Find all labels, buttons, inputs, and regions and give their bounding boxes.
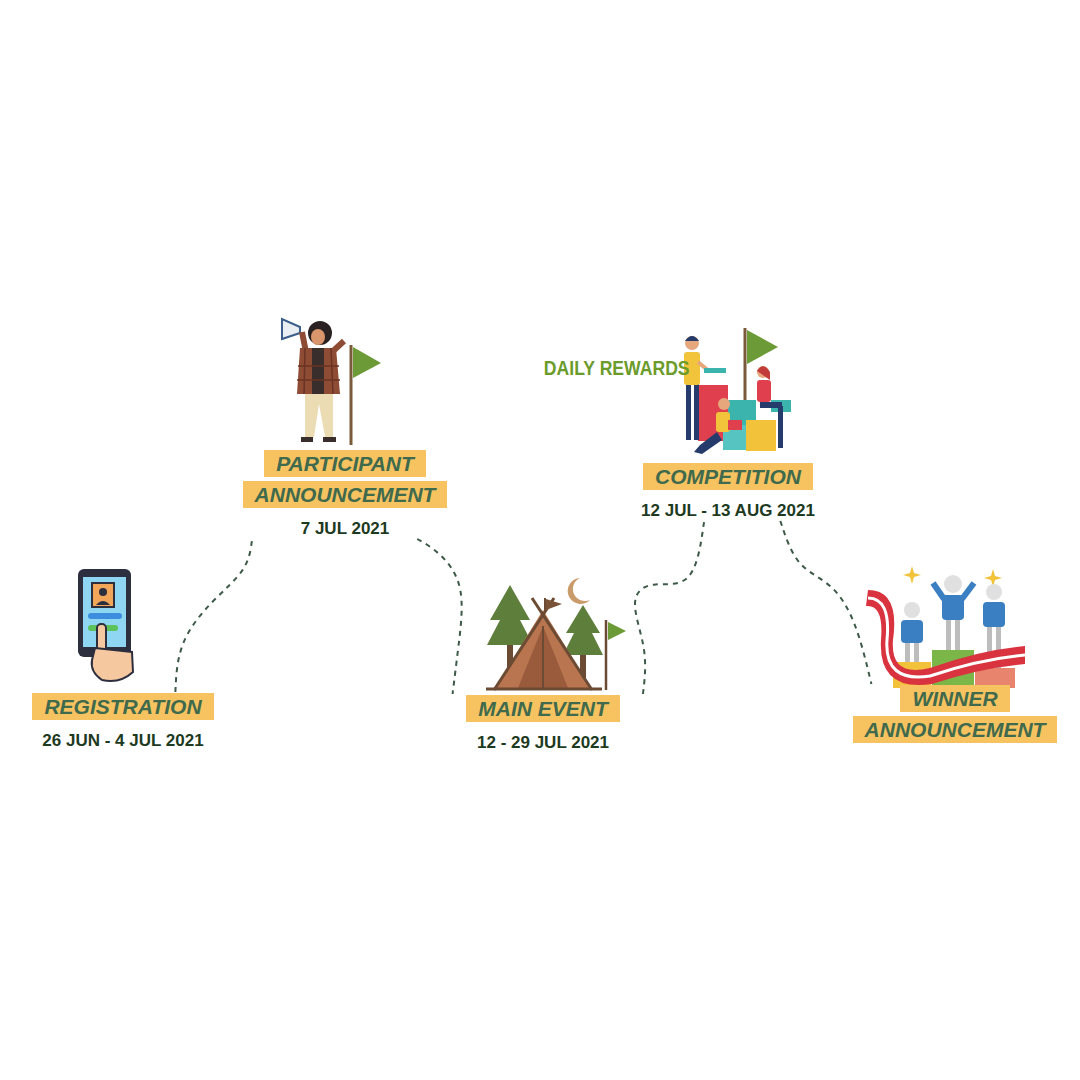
timeline-stage: COMPETITION 12 JUL - 13 AUG 2021 — [609, 462, 847, 521]
winners-podium-part — [933, 583, 944, 599]
winners-podium-part — [962, 583, 974, 599]
title-band: WINNER ANNOUNCEMENT — [845, 684, 1065, 746]
camp-tent-part — [495, 610, 591, 688]
winners-podium — [866, 566, 1025, 688]
stage-title: PARTICIPANT ANNOUNCEMENT — [243, 450, 448, 508]
competitors-figure-part — [757, 366, 770, 380]
phone-icon-part — [96, 601, 110, 605]
title-band: PARTICIPANT ANNOUNCEMENT — [216, 449, 474, 511]
camp-tent-part — [563, 605, 603, 655]
camp-tent-part — [518, 626, 568, 688]
stage-date: 7 JUL 2021 — [216, 519, 474, 539]
competitors-figure — [684, 328, 791, 454]
dashed-connector — [635, 521, 704, 694]
camp-tent — [486, 578, 626, 690]
winners-podium-part — [904, 602, 920, 618]
winners-podium-part — [914, 642, 919, 662]
phone-icon-part — [92, 583, 114, 607]
stage-title: MAIN EVENT — [466, 695, 620, 722]
announcer-figure-part — [311, 329, 325, 345]
competitors-figure-part — [728, 420, 742, 430]
competitors-figure-part — [747, 330, 778, 364]
announcer-figure-part — [323, 437, 336, 442]
announcer-figure-part — [297, 379, 340, 381]
dashed-connector — [175, 539, 252, 692]
winners-podium-part — [868, 598, 1025, 677]
announcer-figure-part — [282, 319, 300, 339]
title-band: MAIN EVENT — [424, 694, 662, 725]
competitors-figure-part — [746, 420, 776, 451]
camp-tent-part — [605, 620, 608, 690]
dashed-connector — [780, 521, 871, 684]
winners-podium-part — [986, 584, 1002, 600]
competitors-figure-part — [704, 368, 726, 373]
title-band: REGISTRATION — [4, 692, 242, 723]
camp-tent-part — [494, 598, 554, 690]
title-band: COMPETITION — [609, 462, 847, 493]
timeline-stage: WINNER ANNOUNCEMENT — [845, 684, 1065, 746]
competitors-figure-part — [757, 380, 771, 402]
stage-date: 12 JUL - 13 AUG 2021 — [609, 501, 847, 521]
camp-tent-part — [544, 598, 546, 612]
announcer-figure-part — [297, 348, 340, 394]
phone-icon-part — [78, 569, 131, 657]
competitors-figure-part — [716, 412, 730, 432]
announcer-figure-part — [353, 347, 381, 378]
announcer-figure-part — [331, 348, 333, 394]
winners-podium-part — [955, 619, 960, 650]
competitors-figure-part — [685, 336, 699, 341]
stage-date: 26 JUN - 4 JUL 2021 — [4, 731, 242, 751]
announcer-figure-part — [312, 348, 324, 394]
competitors-figure-part — [686, 384, 691, 440]
announcer-figure-part — [301, 437, 313, 442]
callout-label: DAILY REWARDS — [544, 357, 690, 380]
phone-icon-part — [88, 613, 122, 619]
announcer-figure-part — [308, 321, 332, 345]
camp-tent-part — [546, 599, 562, 610]
phone-icon-part — [92, 648, 133, 681]
phone-icon-part — [99, 588, 107, 596]
stage-date: 12 - 29 JUL 2021 — [424, 733, 662, 753]
camp-tent-part — [486, 688, 602, 691]
camp-tent-part — [568, 578, 590, 604]
announcer-figure-part — [350, 345, 353, 445]
camp-tent-part — [532, 598, 592, 690]
winners-podium-part — [903, 566, 921, 584]
winners-podium-part — [983, 602, 1005, 627]
competitors-figure-part — [685, 336, 699, 350]
winners-podium-part — [944, 575, 962, 593]
competitors-figure-part — [694, 432, 722, 454]
camp-tent-part — [542, 626, 544, 688]
announcer-figure — [282, 319, 381, 445]
winners-podium-part — [905, 642, 910, 662]
stage-title: REGISTRATION — [32, 693, 213, 720]
announcer-figure-part — [305, 394, 333, 437]
competitors-figure-part — [778, 406, 783, 448]
timeline-stage: REGISTRATION 26 JUN - 4 JUL 2021 — [4, 692, 242, 751]
stage-title: COMPETITION — [643, 463, 813, 490]
winners-podium-part — [866, 590, 1025, 685]
timeline-stage: MAIN EVENT 12 - 29 JUL 2021 — [424, 694, 662, 753]
competitors-figure-part — [694, 384, 699, 440]
phone-icon — [78, 569, 133, 681]
stage-title: WINNER ANNOUNCEMENT — [853, 685, 1058, 743]
camp-tent-part — [487, 585, 533, 645]
competitors-figure-part — [718, 398, 730, 410]
winners-podium-part — [901, 620, 923, 643]
camp-tent-part — [608, 622, 626, 640]
winners-podium-part — [946, 619, 951, 650]
announcer-figure-part — [304, 348, 305, 394]
timeline-stage: PARTICIPANT ANNOUNCEMENT 7 JUL 2021 — [216, 449, 474, 539]
dashed-connector — [417, 539, 461, 694]
winners-podium-part — [942, 595, 964, 620]
